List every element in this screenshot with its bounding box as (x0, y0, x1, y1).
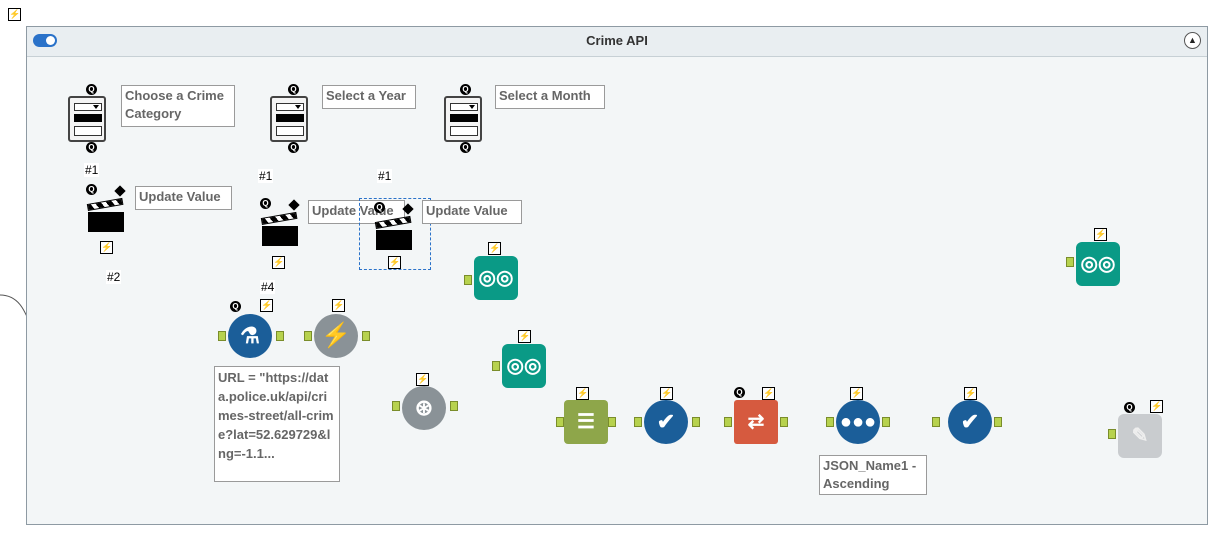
download-annotation: URL = "https://data.police.uk/api/crimes… (214, 366, 340, 482)
action-label: Update Value (422, 200, 522, 224)
dropdown-label-year: Select a Year (322, 85, 416, 109)
connection-label: #4 (260, 280, 276, 294)
connection-label: #1 (377, 169, 393, 183)
question-anchor-icon[interactable]: Q (86, 84, 97, 95)
output-anchor[interactable] (362, 331, 370, 341)
action-tool-icon[interactable] (86, 197, 124, 232)
question-anchor-icon[interactable]: Q (460, 84, 471, 95)
dropdown-tool-year[interactable] (270, 96, 308, 142)
lightning-bolt-icon[interactable]: ⚡ (416, 373, 429, 386)
container-titlebar: Crime API ▲ (27, 27, 1207, 57)
action-label: Update Value (135, 186, 232, 210)
lightning-bolt-icon[interactable]: ⚡ (762, 387, 775, 400)
question-anchor-icon[interactable]: Q (86, 184, 97, 195)
select-tool-icon[interactable]: ✔ (644, 400, 688, 444)
lightning-bolt-icon[interactable]: ⚡ (964, 387, 977, 400)
output-anchor[interactable] (780, 417, 788, 427)
question-anchor-icon[interactable]: Q (734, 387, 745, 398)
sort-tool-icon[interactable]: ●●● (836, 400, 880, 444)
lightning-bolt-icon[interactable]: ⚡ (100, 241, 113, 254)
lightning-bolt-icon[interactable]: ⚡ (272, 256, 285, 269)
dropdown-label-month: Select a Month (495, 85, 605, 109)
input-anchor[interactable] (492, 361, 500, 371)
output-anchor[interactable] (692, 417, 700, 427)
lightning-bolt-icon[interactable]: ⚡ (1150, 400, 1163, 413)
connection-label: #1 (84, 163, 100, 177)
input-anchor[interactable] (932, 417, 940, 427)
chevron-up-icon[interactable]: ▲ (1184, 32, 1201, 49)
connection-label: #1 (258, 169, 274, 183)
binoculars-icon[interactable]: ◎◎ (502, 344, 546, 388)
output-anchor[interactable] (450, 401, 458, 411)
binoculars-icon[interactable]: ◎◎ (474, 256, 518, 300)
output-tool-icon[interactable]: ✎ (1118, 414, 1162, 458)
event-tool-icon[interactable]: ⚡ (314, 314, 358, 358)
lightning-bolt-icon[interactable]: ⚡ (850, 387, 863, 400)
lightning-bolt-icon[interactable]: ⚡ (488, 242, 501, 255)
question-anchor-icon[interactable]: Q (288, 84, 299, 95)
output-anchor[interactable] (608, 417, 616, 427)
lightning-bolt-icon[interactable]: ⚡ (260, 299, 273, 312)
question-anchor-icon[interactable]: Q (86, 142, 97, 153)
dropdown-tool-month[interactable] (444, 96, 482, 142)
input-anchor[interactable] (556, 417, 564, 427)
input-anchor[interactable] (392, 401, 400, 411)
input-anchor[interactable] (304, 331, 312, 341)
dropdown-label-crime-category: Choose a Crime Category (121, 85, 235, 127)
connection-label: #2 (106, 270, 122, 284)
download-tool-icon[interactable]: ⚗ (228, 314, 272, 358)
output-anchor[interactable] (882, 417, 890, 427)
sort-annotation: JSON_Name1 - Ascending (819, 455, 927, 495)
question-anchor-icon[interactable]: Q (374, 202, 385, 213)
selection-box (359, 198, 431, 270)
input-anchor[interactable] (1066, 257, 1074, 267)
question-anchor-icon[interactable]: Q (1124, 402, 1135, 413)
output-anchor[interactable] (994, 417, 1002, 427)
question-anchor-icon[interactable]: Q (288, 142, 299, 153)
output-anchor[interactable] (276, 331, 284, 341)
toggle-switch-icon[interactable] (33, 34, 57, 47)
question-anchor-icon[interactable]: Q (260, 198, 271, 209)
action-tool-icon[interactable] (374, 215, 412, 250)
select-tool-icon[interactable]: ✔ (948, 400, 992, 444)
container-title: Crime API (586, 33, 648, 48)
lightning-bolt-icon[interactable]: ⚡ (576, 387, 589, 400)
binoculars-icon[interactable]: ◎◎ (1076, 242, 1120, 286)
lightning-bolt-icon[interactable]: ⚡ (332, 299, 345, 312)
page-bolt-icon: ⚡ (8, 8, 21, 21)
text-to-columns-tool-icon[interactable]: ☰ (564, 400, 608, 444)
question-anchor-icon[interactable]: Q (460, 142, 471, 153)
input-anchor[interactable] (464, 275, 472, 285)
action-tool-icon[interactable] (260, 211, 298, 246)
input-anchor[interactable] (826, 417, 834, 427)
question-anchor-icon[interactable]: Q (230, 301, 241, 312)
crosstab-tool-icon[interactable]: ⇄ (734, 400, 778, 444)
input-anchor[interactable] (634, 417, 642, 427)
lightning-bolt-icon[interactable]: ⚡ (518, 330, 531, 343)
input-anchor[interactable] (1108, 429, 1116, 439)
json-parse-tool-icon[interactable]: ⊛ (402, 386, 446, 430)
input-anchor[interactable] (724, 417, 732, 427)
lightning-bolt-icon[interactable]: ⚡ (1094, 228, 1107, 241)
lightning-bolt-icon[interactable]: ⚡ (388, 256, 401, 269)
input-anchor[interactable] (218, 331, 226, 341)
dropdown-tool-crime-category[interactable] (68, 96, 106, 142)
lightning-bolt-icon[interactable]: ⚡ (660, 387, 673, 400)
